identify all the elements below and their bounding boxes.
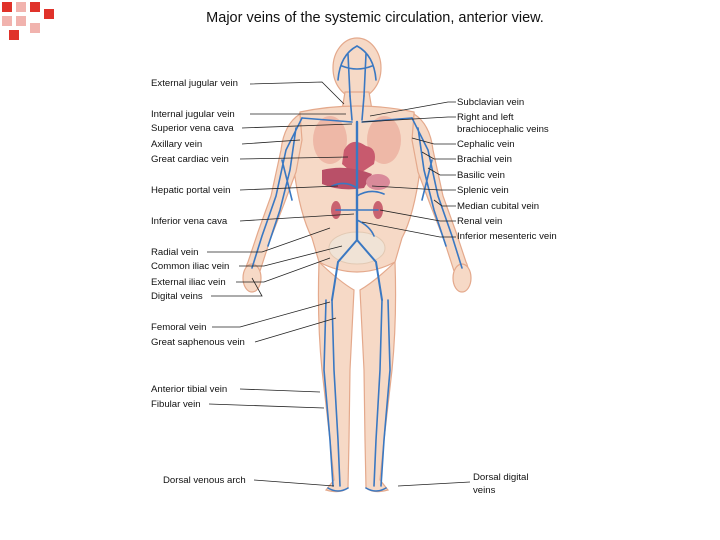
label-hepatic-portal-vein: Hepatic portal vein [151, 185, 230, 196]
label-brachiocephalic-line2: brachiocephalic veins [457, 124, 549, 135]
label-internal-jugular-vein: Internal jugular vein [151, 109, 235, 120]
label-inferior-vena-cava: Inferior vena cava [151, 216, 227, 227]
label-dorsal-digital-line1: Dorsal digital [473, 472, 528, 483]
label-brachiocephalic-line1: Right and left [457, 112, 514, 123]
label-subclavian-vein: Subclavian vein [457, 97, 524, 108]
label-cephalic-vein: Cephalic vein [457, 139, 515, 150]
label-splenic-vein: Splenic vein [457, 185, 509, 196]
label-common-iliac-vein: Common iliac vein [151, 261, 229, 272]
label-axillary-vein: Axillary vein [151, 139, 202, 150]
label-dorsal-digital-line2: veins [473, 485, 495, 496]
label-brachial-vein: Brachial vein [457, 154, 512, 165]
label-great-saphenous-vein: Great saphenous vein [151, 337, 245, 348]
label-median-cubital-vein: Median cubital vein [457, 201, 539, 212]
label-digital-veins: Digital veins [151, 291, 203, 302]
label-dorsal-venous-arch: Dorsal venous arch [163, 475, 246, 486]
label-radial-vein: Radial vein [151, 247, 198, 258]
label-anterior-tibial-vein: Anterior tibial vein [151, 384, 227, 395]
label-basilic-vein: Basilic vein [457, 170, 505, 181]
body-silhouette [243, 38, 471, 492]
label-external-jugular-vein: External jugular vein [151, 78, 238, 89]
label-fibular-vein: Fibular vein [151, 399, 201, 410]
label-femoral-vein: Femoral vein [151, 322, 206, 333]
label-renal-vein: Renal vein [457, 216, 502, 227]
label-superior-vena-cava: Superior vena cava [151, 123, 234, 134]
label-great-cardiac-vein: Great cardiac vein [151, 154, 229, 165]
label-external-iliac-vein: External iliac vein [151, 277, 226, 288]
stomach [366, 174, 390, 190]
label-inferior-mesenteric-vein: Inferior mesenteric vein [457, 231, 557, 242]
